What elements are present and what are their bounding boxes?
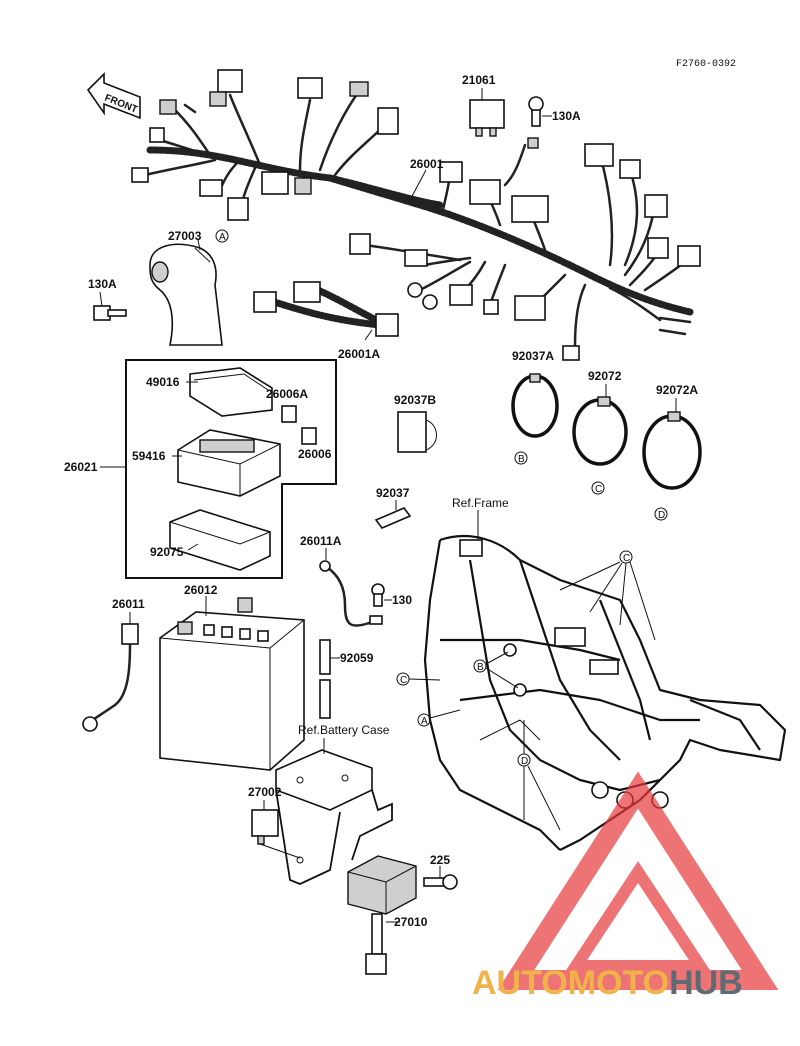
figure-code: F2760-0392 bbox=[676, 59, 736, 70]
horn-27003 bbox=[149, 243, 223, 346]
clamp-92072 bbox=[572, 396, 628, 466]
label-92072: 92072 bbox=[588, 369, 622, 383]
label-26012: 26012 bbox=[184, 583, 218, 597]
ref-battery-case: Ref.Battery Case bbox=[298, 723, 390, 737]
motorcycle-frame bbox=[423, 535, 787, 851]
callout-A-frame-label: A bbox=[421, 716, 428, 727]
callout-D-frame-label: D bbox=[521, 756, 528, 767]
fuse-26006 bbox=[301, 427, 317, 445]
lead-26011A bbox=[319, 560, 383, 627]
bolt-130A-left bbox=[93, 305, 127, 321]
battery-case-bracket bbox=[275, 749, 393, 885]
label-92037A: 92037A bbox=[512, 349, 554, 363]
label-130A-left: 130A bbox=[88, 277, 117, 291]
label-26001: 26001 bbox=[410, 157, 444, 171]
fuse-box-group-outline bbox=[125, 359, 337, 579]
label-92059: 92059 bbox=[340, 651, 374, 665]
callout-C-frame-label: C bbox=[623, 553, 630, 564]
callout-B-clamp bbox=[514, 451, 528, 465]
sub-harness-26001A bbox=[253, 281, 399, 337]
tube-92059 bbox=[319, 639, 331, 719]
label-26006: 26006 bbox=[298, 447, 332, 461]
lead-26011 bbox=[82, 623, 139, 732]
label-225: 225 bbox=[430, 853, 450, 867]
fuse-26006A bbox=[281, 405, 297, 423]
callout-C-left-label: C bbox=[400, 675, 407, 686]
relay-21061 bbox=[469, 99, 505, 137]
relay-27002 bbox=[251, 809, 279, 845]
main-harness-26001 bbox=[131, 69, 701, 361]
cover-49016 bbox=[189, 367, 273, 417]
callout-C-clamp bbox=[591, 481, 605, 495]
callout-A-horn bbox=[215, 229, 229, 243]
label-27003: 27003 bbox=[168, 229, 202, 243]
label-26006A: 26006A bbox=[266, 387, 308, 401]
label-130: 130 bbox=[392, 593, 412, 607]
label-92075: 92075 bbox=[150, 545, 184, 559]
strap-92037 bbox=[374, 507, 412, 529]
label-92037: 92037 bbox=[376, 486, 410, 500]
pad-92075 bbox=[169, 509, 271, 571]
bolt-130A-top bbox=[528, 96, 544, 127]
callout-B-clamp-label: B bbox=[518, 454, 525, 465]
bolt-225 bbox=[423, 874, 458, 890]
fuse-block-59416 bbox=[177, 429, 281, 497]
label-26011: 26011 bbox=[112, 597, 145, 611]
callout-C-clamp-label: C bbox=[595, 484, 602, 495]
label-27010: 27010 bbox=[394, 915, 428, 929]
callout-B-frame bbox=[473, 659, 487, 673]
front-arrow-icon: FRONT bbox=[86, 72, 141, 120]
label-26011A: 26011A bbox=[300, 534, 342, 548]
label-26001A: 26001A bbox=[338, 347, 380, 361]
callout-D-clamp bbox=[654, 507, 668, 521]
clamp-92037A bbox=[511, 373, 559, 438]
label-92072A: 92072A bbox=[656, 383, 698, 397]
callout-B-frame-label: B bbox=[477, 662, 484, 673]
label-49016: 49016 bbox=[146, 375, 180, 389]
label-27002: 27002 bbox=[248, 785, 282, 799]
watermark-text: AUTOMOTOHUB bbox=[472, 964, 743, 1002]
bolt-130 bbox=[371, 583, 385, 607]
clamp-92072A bbox=[642, 411, 702, 490]
holder-92037B bbox=[397, 411, 437, 453]
regulator-27010 bbox=[347, 855, 417, 975]
watermark-part1: AUTOMOTO bbox=[472, 964, 669, 1002]
ref-frame: Ref.Frame bbox=[452, 496, 509, 510]
label-26021: 26021 bbox=[64, 460, 98, 474]
automotohub-logo bbox=[497, 771, 779, 990]
battery-26012 bbox=[159, 597, 305, 771]
label-130A-top: 130A bbox=[552, 109, 581, 123]
callout-D-clamp-label: D bbox=[658, 510, 665, 521]
callout-A-frame bbox=[417, 713, 431, 727]
label-92037B: 92037B bbox=[394, 393, 436, 407]
watermark-part2: HUB bbox=[669, 964, 743, 1002]
label-59416: 59416 bbox=[132, 449, 166, 463]
callout-A-horn-label: A bbox=[219, 232, 226, 243]
label-21061: 21061 bbox=[462, 73, 496, 87]
